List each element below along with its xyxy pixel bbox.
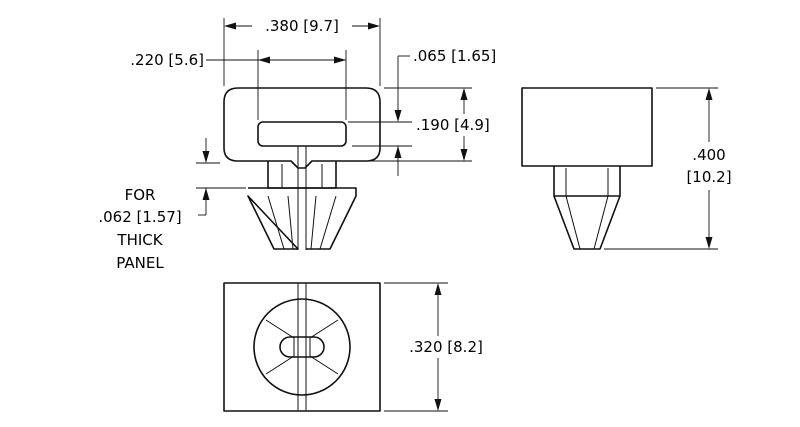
front-view-barb-inner	[267, 195, 337, 250]
dim-slot-gap: .065 [1.65]	[413, 47, 496, 65]
panel-note-line4: PANEL	[116, 254, 164, 272]
front-view	[223, 87, 381, 250]
side-view-dimensions: .400 [10.2]	[604, 87, 732, 250]
panel-note: FOR .062 [1.57] THICK PANEL	[98, 186, 181, 272]
front-view-collar	[267, 161, 337, 189]
side-view-collar-inner	[565, 168, 609, 196]
bottom-view-dimensions: .320 [8.2]	[384, 282, 496, 412]
front-view-slot	[257, 121, 347, 147]
bottom-view-base	[223, 282, 381, 412]
panel-note-line2: .062 [1.57]	[98, 208, 181, 226]
dim-overall-height-line1: .400	[692, 146, 725, 164]
dim-head-height: .190 [4.9]	[416, 116, 490, 134]
front-view-head	[223, 87, 381, 169]
panel-note-line1: FOR	[125, 186, 156, 204]
front-view-collar-inner	[281, 164, 323, 188]
bottom-view-bowtie	[265, 319, 339, 375]
side-view	[521, 87, 653, 250]
dim-overall-width: .380 [9.7]	[265, 17, 339, 35]
bottom-view-hole	[279, 336, 325, 358]
bottom-view-boss	[253, 298, 351, 396]
front-view-barb	[247, 187, 357, 250]
bottom-view-split	[297, 283, 307, 411]
dim-slot-width: .220 [5.6]	[130, 51, 204, 69]
front-view-slot-stem	[297, 146, 307, 250]
side-view-collar	[553, 166, 621, 197]
dim-base-width: .320 [8.2]	[409, 338, 483, 356]
side-view-barb-inner	[565, 195, 609, 250]
dim-overall-height-line2: [10.2]	[686, 168, 731, 186]
bottom-view	[223, 282, 381, 412]
panel-note-line3: THICK	[116, 231, 163, 249]
side-view-barb	[553, 195, 621, 250]
front-view-dimensions: .380 [9.7] .220 [5.6] .065 [1.65] .190 […	[130, 15, 496, 216]
side-view-head	[521, 87, 653, 167]
